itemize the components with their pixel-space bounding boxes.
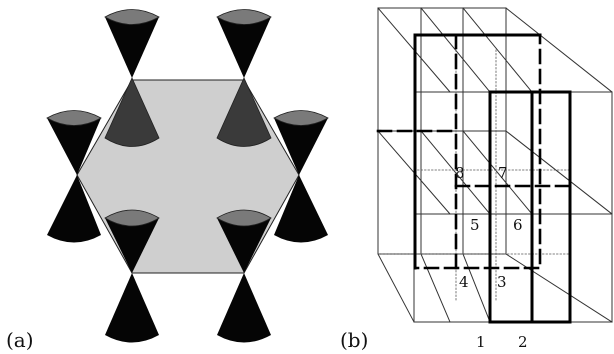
axis-label-2: 2 (518, 333, 528, 351)
cell-label-7: 7 (498, 164, 508, 182)
lattice-thin-lines (377, 7, 613, 323)
panel-a: (a) (6, 9, 329, 352)
cell-label-3: 3 (497, 273, 507, 291)
panel-b-label: (b) (340, 328, 368, 352)
double-cone-top-right (216, 9, 272, 147)
cell-label-5: 5 (470, 216, 480, 234)
axis-label-1: 1 (476, 333, 486, 351)
panel-b: 8 7 5 6 4 3 1 2 (b) (340, 7, 613, 352)
cell-label-6: 6 (513, 216, 523, 234)
double-cone-left (46, 110, 102, 243)
axis-labels: 1 2 (476, 333, 528, 351)
double-cone-right (273, 110, 329, 243)
cell-label-4: 4 (459, 273, 469, 291)
double-cone-bottom-right (216, 209, 272, 343)
double-cone-bottom-left (104, 209, 160, 343)
solid-slab (413, 33, 572, 324)
double-cone-top-left (104, 9, 160, 147)
hexagon (76, 79, 300, 274)
cell-labels: 8 7 5 6 4 3 (455, 164, 523, 291)
panel-a-label: (a) (6, 328, 34, 352)
cell-label-8: 8 (455, 164, 465, 182)
